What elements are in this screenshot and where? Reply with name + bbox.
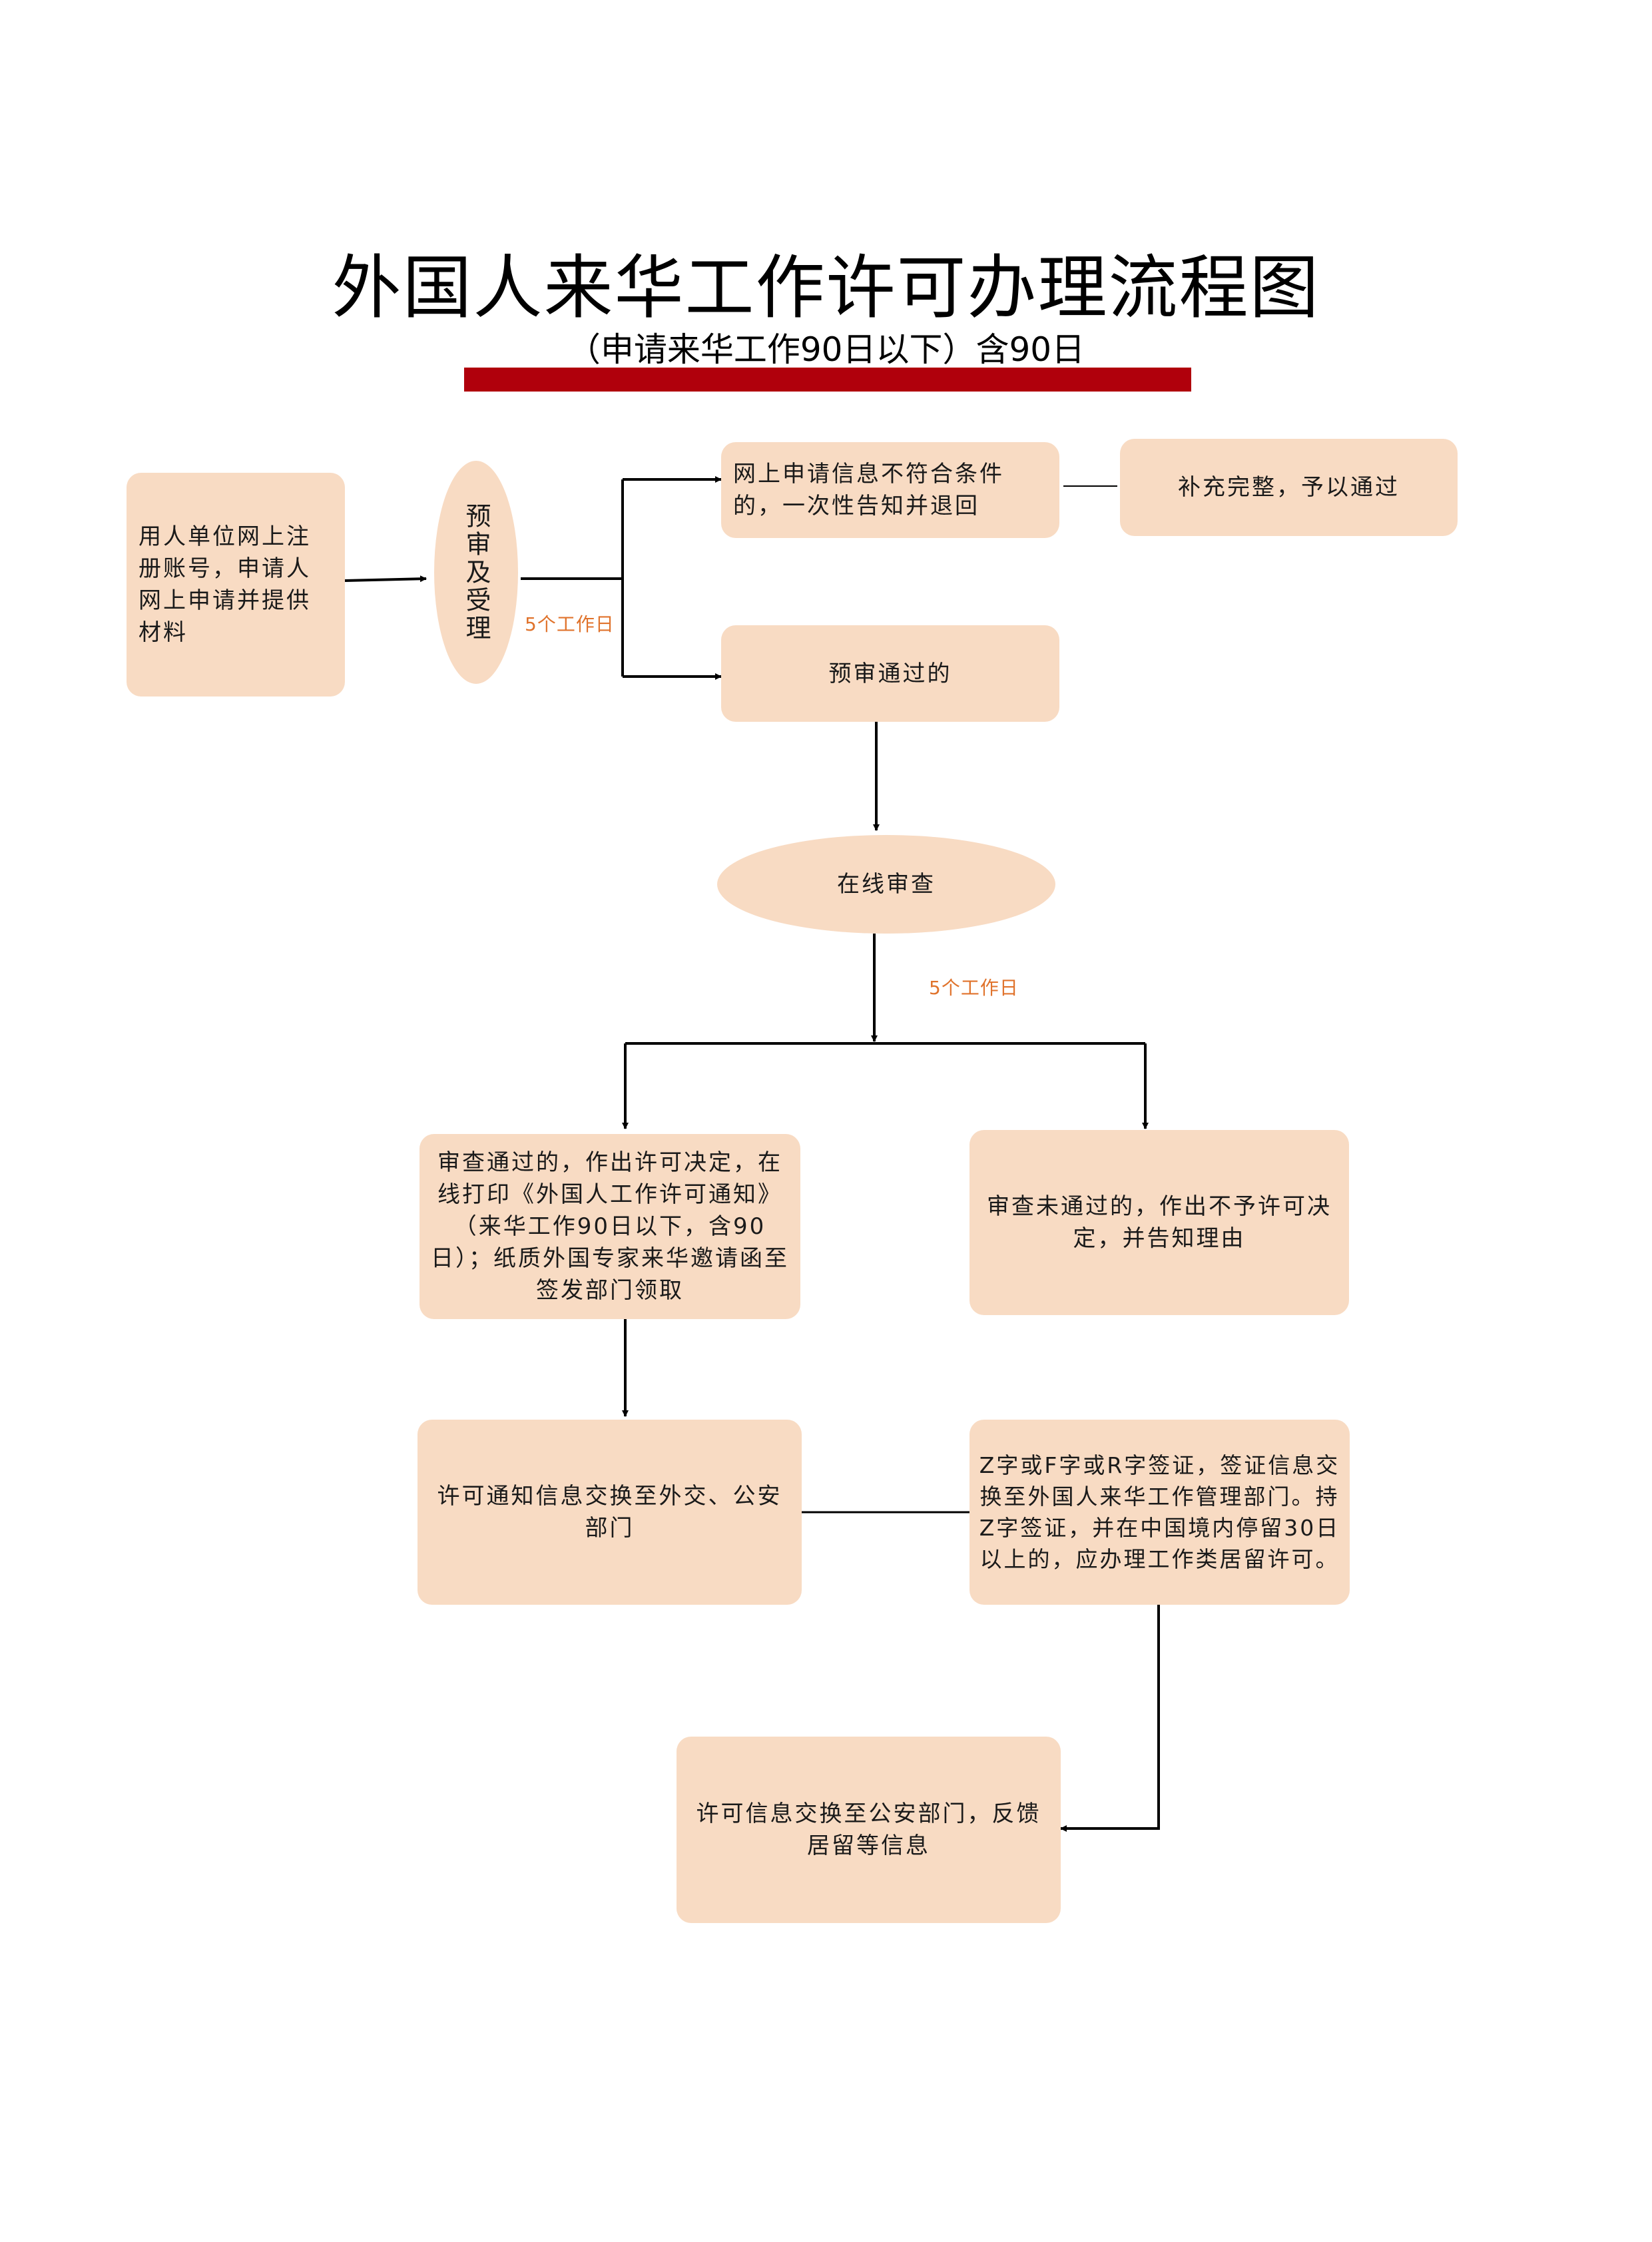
node-rejected: 网上申请信息不符合条件的，一次性告知并退回 <box>721 442 1059 538</box>
edge-visa-to-feedback <box>1060 1605 1160 1832</box>
node-exchange-text: 许可通知信息交换至外交、公安部门 <box>437 1483 782 1541</box>
node-supplement-text: 补充完整，予以通过 <box>1178 474 1400 501</box>
node-pre-review: 预审及受理 <box>434 461 518 684</box>
time-label-online-review: 5个工作日 <box>929 977 1019 999</box>
node-online-review: 在线审查 <box>717 835 1055 934</box>
node-rejected-text: 网上申请信息不符合条件的，一次性告知并退回 <box>733 461 1004 519</box>
node-passed-text: 预审通过的 <box>828 660 952 687</box>
node-approved: 审查通过的，作出许可决定，在线打印《外国人工作许可通知》（来华工作90日以下，含… <box>419 1134 800 1319</box>
node-exchange: 许可通知信息交换至外交、公安部门 <box>417 1420 802 1605</box>
node-supplement: 补充完整，予以通过 <box>1120 439 1458 536</box>
node-feedback-text: 许可信息交换至公安部门，反馈居留等信息 <box>696 1801 1041 1859</box>
node-pre-review-text: 预审及受理 <box>461 502 491 643</box>
node-denied: 审查未通过的，作出不予许可决定，并告知理由 <box>969 1130 1349 1315</box>
title-underline-bar <box>464 368 1191 392</box>
node-visa: Z字或F字或R字签证，签证信息交换至外国人来华工作管理部门。持Z字签证，并在中国… <box>969 1420 1350 1605</box>
node-approved-text: 审查通过的，作出许可决定，在线打印《外国人工作许可通知》（来华工作90日以下，含… <box>431 1149 789 1304</box>
page-title: 外国人来华工作许可办理流程图 <box>332 247 1320 328</box>
page-subtitle: （申请来华工作90日以下）含90日 <box>567 330 1085 369</box>
edge-register-to-prereview <box>344 575 427 583</box>
node-visa-text: Z字或F字或R字签证，签证信息交换至外国人来华工作管理部门。持Z字签证，并在中国… <box>979 1452 1340 1572</box>
node-register-text: 用人单位网上注册账号，申请人网上申请并提供材料 <box>138 523 311 646</box>
node-feedback: 许可信息交换至公安部门，反馈居留等信息 <box>677 1737 1061 1923</box>
node-online-review-text: 在线审查 <box>837 871 936 898</box>
node-register: 用人单位网上注册账号，申请人网上申请并提供材料 <box>127 473 345 697</box>
node-denied-text: 审查未通过的，作出不予许可决定，并告知理由 <box>987 1193 1332 1252</box>
time-label-pre-review: 5个工作日 <box>525 613 615 635</box>
node-passed: 预审通过的 <box>721 625 1059 722</box>
